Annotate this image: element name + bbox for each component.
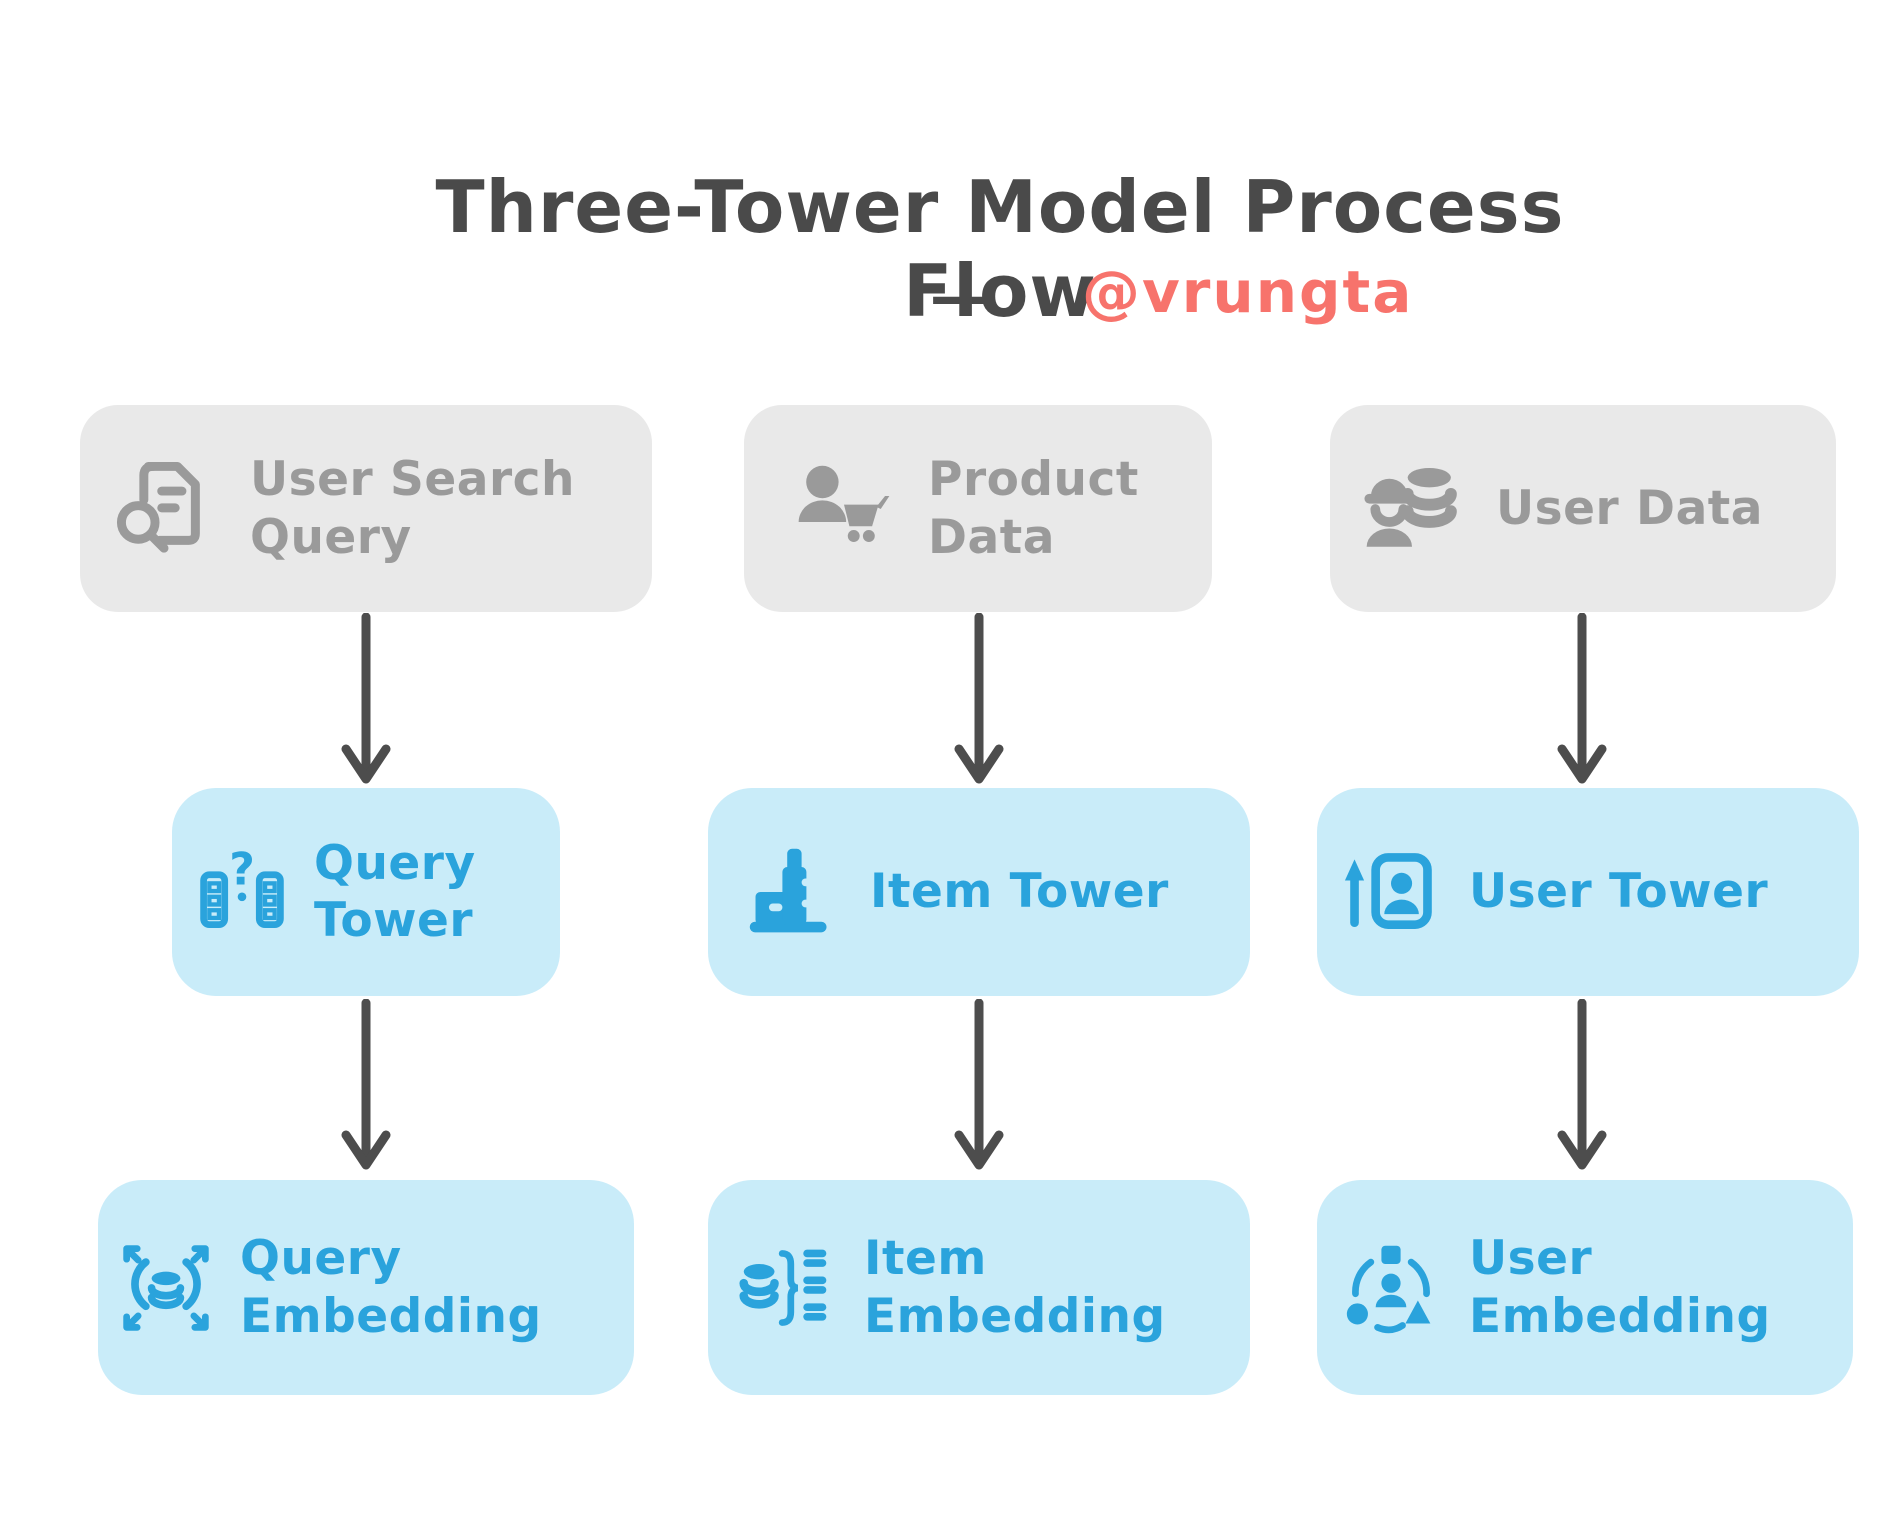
node-label-line: User Data [1496,480,1763,536]
node-label-line: User [1469,1231,1593,1287]
node-label-line: Query [240,1231,402,1287]
node-label-line: Tower [314,893,474,948]
arrow-user-search-query-to-query-tower [334,613,398,791]
node-label: Item Tower [870,863,1169,920]
arrow-user-tower-to-user-embedding [1550,999,1614,1177]
node-item-embedding: Item Embedding [708,1180,1250,1395]
node-user-data: User Data [1330,405,1836,612]
svg-text:?: ? [229,844,255,895]
user-tower-icon [1343,844,1439,940]
node-label: User Embedding [1469,1230,1771,1345]
node-label-line: Embedding [1469,1288,1771,1344]
person-database-icon [1358,455,1466,563]
node-label-line: Embedding [240,1288,542,1344]
node-label-line: Item [864,1231,987,1287]
subtitle-dash: — [930,262,988,330]
node-label: Item Embedding [864,1230,1166,1345]
arrow-product-data-to-item-tower [947,613,1011,791]
node-user-search-query: User Search Query [80,405,652,612]
node-user-tower: User Tower [1317,788,1859,996]
node-query-embedding: Query Embedding [98,1180,634,1395]
node-query-tower: ? Query Tower [172,788,560,996]
arrow-query-tower-to-query-embedding [334,999,398,1177]
node-label: Product Data [928,451,1139,566]
node-label-line: Query [250,509,412,565]
node-label: User Tower [1469,863,1768,920]
document-search-icon [108,453,220,565]
arrow-item-tower-to-item-embedding [947,999,1011,1177]
node-label-line: Product [928,452,1139,508]
arrow-user-data-to-user-tower [1550,613,1614,791]
diagram-title: Three-Tower Model Process Flow [435,165,1565,333]
node-label: Query Tower [314,835,476,950]
user-embedding-icon [1343,1240,1439,1336]
person-cart-icon [790,455,898,563]
item-embedding-icon [738,1240,834,1336]
query-embedding-icon [118,1240,214,1336]
node-label-line: Embedding [864,1288,1166,1344]
query-tower-icon: ? [194,844,290,940]
node-product-data: Product Data [744,405,1212,612]
item-tower-icon [744,844,840,940]
author-handle: @vrungta [1082,258,1414,326]
node-user-embedding: User Embedding [1317,1180,1853,1395]
node-label-line: Data [928,509,1055,565]
node-label-line: Query [314,835,476,891]
node-label: User Data [1496,480,1763,537]
node-label-line: User Tower [1469,864,1769,920]
node-label: Query Embedding [240,1230,542,1345]
node-label-line: User Search [250,452,575,508]
node-label-line: Item Tower [870,864,1169,920]
node-label: User Search Query [250,451,575,566]
node-item-tower: Item Tower [708,788,1250,996]
